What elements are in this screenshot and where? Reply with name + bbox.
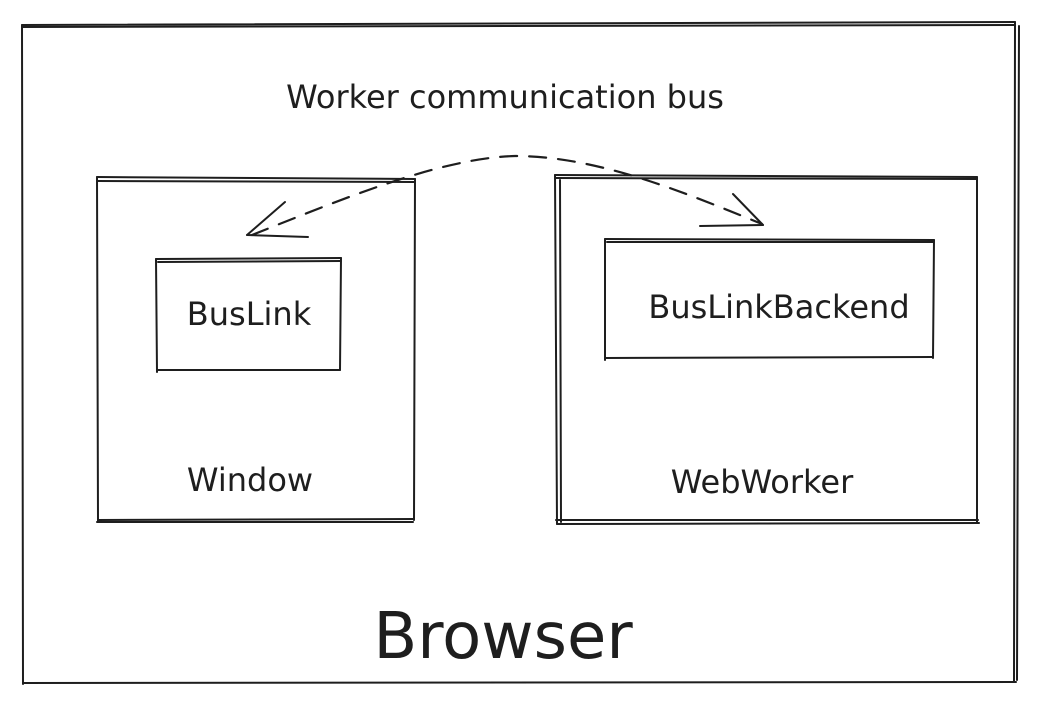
browser-label: Browser <box>373 600 633 674</box>
webworker-label: WebWorker <box>671 463 854 501</box>
webworker-box <box>554 174 980 525</box>
buslink-label: BusLink <box>187 295 312 333</box>
window-box <box>96 176 416 523</box>
buslink-box <box>155 257 342 373</box>
window-label: Window <box>187 461 313 499</box>
diagram-title: Worker communication bus <box>286 78 724 116</box>
buslinkbackend-box <box>604 238 935 361</box>
browser-frame <box>21 21 1020 685</box>
buslinkbackend-label: BusLinkBackend <box>648 288 909 326</box>
communication-arrow <box>246 154 764 238</box>
